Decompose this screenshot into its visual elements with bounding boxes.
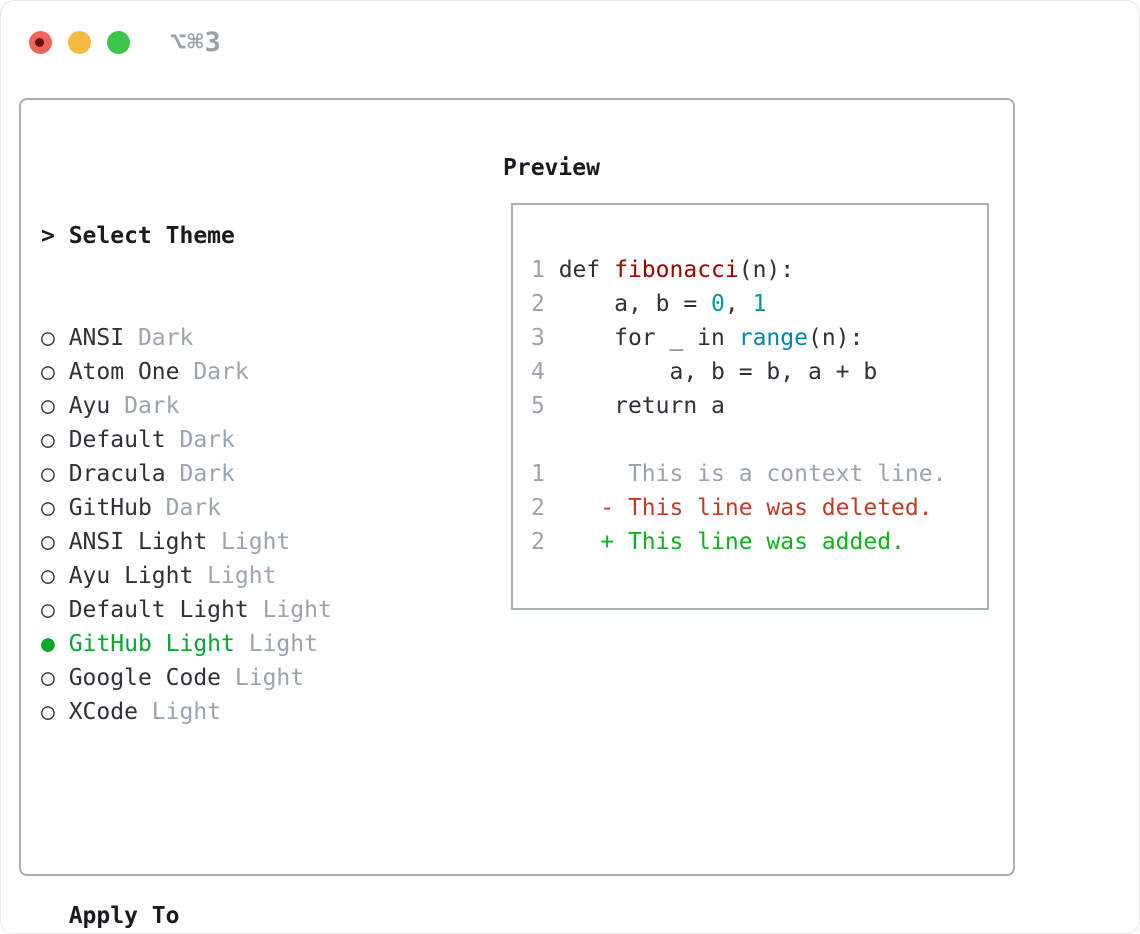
radio-selected-icon: ● (41, 631, 69, 657)
theme-name: Dracula (68, 461, 166, 487)
code-token: fibonacci (614, 257, 739, 283)
zoom-button[interactable] (107, 31, 130, 54)
theme-name: Google Code (68, 665, 222, 691)
code-token: 1 (752, 291, 767, 317)
close-dot-icon (35, 38, 44, 47)
theme-item[interactable]: ○ Ayu Dark (41, 389, 429, 423)
theme-item[interactable]: ○ Ayu Light Light (41, 559, 429, 593)
code-token: for _ in (544, 325, 739, 351)
code-token: - This line was deleted. (544, 495, 933, 521)
code-token: def (544, 257, 615, 283)
close-button[interactable] (29, 31, 52, 54)
radio-unselected-icon: ○ (41, 325, 69, 351)
code-line: 1 def fibonacci(n): (531, 253, 987, 287)
theme-variant: Light (193, 563, 277, 589)
theme-item[interactable]: ○ ANSI Dark (41, 321, 429, 355)
radio-unselected-icon: ○ (41, 597, 69, 623)
radio-unselected-icon: ○ (41, 495, 69, 521)
theme-item[interactable]: ○ ANSI Light Light (41, 525, 429, 559)
theme-name: Atom One (68, 359, 180, 385)
theme-name: GitHub Light (68, 631, 235, 657)
code-token: return a (544, 393, 725, 419)
code-line (531, 423, 987, 457)
radio-unselected-icon: ○ (41, 665, 69, 691)
radio-unselected-icon: ○ (41, 699, 69, 725)
code-line: 1 This is a context line. (531, 457, 987, 491)
theme-name: Default Light (68, 597, 249, 623)
theme-item[interactable]: ○ GitHub Dark (41, 491, 429, 525)
code-token: (n): (807, 325, 864, 351)
titlebar: ⌥⌘3 (29, 27, 222, 58)
theme-variant: Light (234, 631, 318, 657)
theme-variant: Dark (165, 461, 235, 487)
theme-variant: Light (137, 699, 222, 725)
theme-name: ANSI (68, 325, 125, 351)
code-token: , (724, 291, 753, 317)
spacer (41, 797, 429, 831)
window-title: ⌥⌘3 (170, 27, 222, 58)
code-line: 3 for _ in range(n): (531, 321, 987, 355)
minimize-button[interactable] (68, 31, 91, 54)
line-number: 1 (531, 257, 545, 283)
code-line: 2 + This line was added. (531, 525, 987, 559)
code-token: range (738, 325, 808, 351)
code-token: 0 (711, 291, 725, 317)
theme-variant: Light (207, 529, 291, 555)
theme-list: ○ ANSI Dark○ Atom One Dark○ Ayu Dark○ De… (41, 321, 429, 729)
theme-item[interactable]: ● GitHub Light Light (41, 627, 429, 661)
main-panel: > Select Theme ○ ANSI Dark○ Atom One Dar… (19, 98, 1015, 929)
radio-unselected-icon: ○ (41, 461, 69, 487)
line-number: 2 (531, 495, 545, 521)
theme-name: XCode (68, 699, 138, 725)
code-line: 2 - This line was deleted. (531, 491, 987, 525)
code-line: 4 a, b = b, a + b (531, 355, 987, 389)
theme-item[interactable]: ○ Atom One Dark (41, 355, 429, 389)
theme-item[interactable]: ○ Default Light Light (41, 593, 429, 627)
radio-unselected-icon: ○ (41, 563, 69, 589)
theme-list-header: > Select Theme (41, 223, 235, 249)
theme-variant: Dark (179, 359, 249, 385)
apply-to-header: Apply To (41, 903, 180, 929)
line-number: 3 (531, 325, 545, 351)
line-number: 2 (531, 291, 545, 317)
radio-unselected-icon: ○ (41, 359, 69, 385)
theme-name: ANSI Light (68, 529, 208, 555)
line-number: 4 (531, 359, 545, 385)
code-line: 2 a, b = 0, 1 (531, 287, 987, 321)
code-token: a, b = (544, 291, 712, 317)
preview-title: Preview (503, 155, 600, 181)
theme-variant: Light (221, 665, 305, 691)
radio-unselected-icon: ○ (41, 393, 69, 419)
theme-variant: Dark (124, 325, 194, 351)
theme-variant: Dark (165, 427, 235, 453)
radio-unselected-icon: ○ (41, 529, 69, 555)
theme-name: GitHub (68, 495, 152, 521)
theme-name: Ayu Light (68, 563, 194, 589)
theme-selector: > Select Theme ○ ANSI Dark○ Atom One Dar… (41, 151, 429, 933)
code-token: (n): (738, 257, 795, 283)
theme-item[interactable]: ○ Dracula Dark (41, 457, 429, 491)
theme-variant: Light (248, 597, 332, 623)
line-number: 5 (531, 393, 545, 419)
theme-item[interactable]: ○ Google Code Light (41, 661, 429, 695)
theme-item[interactable]: ○ XCode Light (41, 695, 429, 729)
theme-variant: Dark (151, 495, 222, 521)
theme-name: Ayu (68, 393, 111, 419)
code-token: This is a context line. (544, 461, 947, 487)
radio-unselected-icon: ○ (41, 427, 69, 453)
theme-variant: Dark (110, 393, 180, 419)
line-number: 2 (531, 529, 545, 555)
theme-name: Default (68, 427, 166, 453)
line-number: 1 (531, 461, 545, 487)
code-token: + This line was added. (544, 529, 905, 555)
code-token: a, b = b, a + b (544, 359, 878, 385)
code-line: 5 return a (531, 389, 987, 423)
theme-item[interactable]: ○ Default Dark (41, 423, 429, 457)
